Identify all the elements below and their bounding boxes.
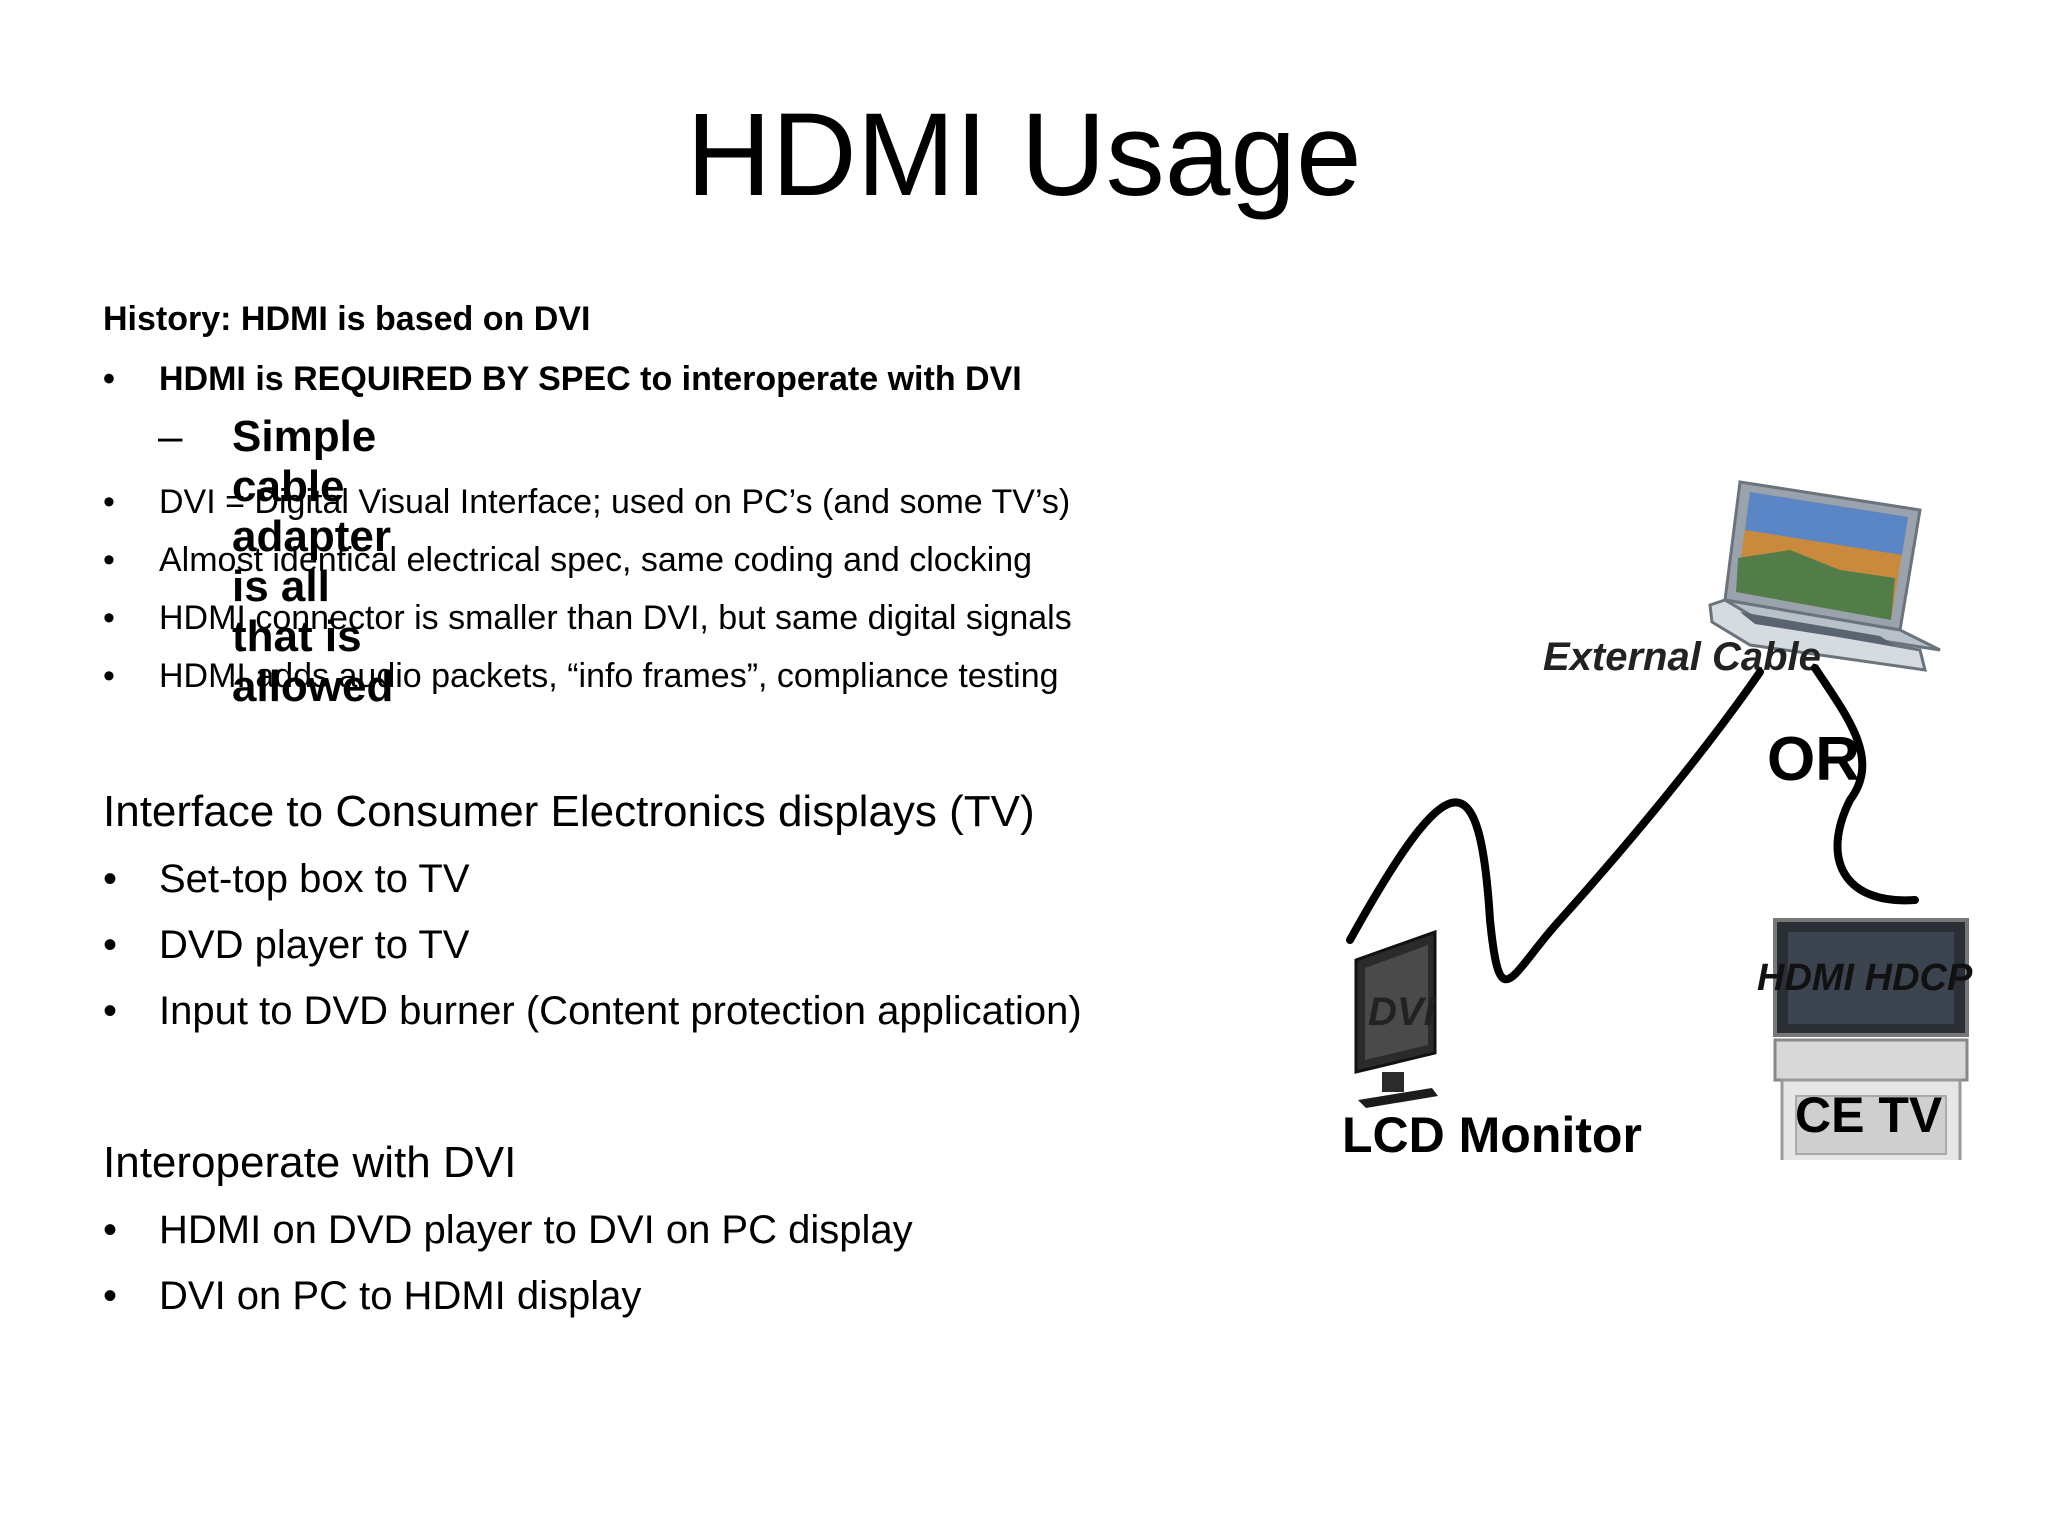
slide-title: HDMI Usage bbox=[686, 89, 1362, 221]
external-cable-label: External Cable bbox=[1543, 635, 1821, 679]
bullet-icon: • bbox=[103, 599, 115, 637]
list-item-text: Input to DVD burner (Content protection … bbox=[159, 989, 1082, 1033]
ce-tv-label: CE TV bbox=[1795, 1087, 1943, 1143]
bullet-icon: • bbox=[103, 483, 115, 521]
list-item-text: Set-top box to TV bbox=[159, 857, 470, 901]
sub-bullet-text: Simple cable adapter is all that is allo… bbox=[232, 412, 394, 711]
dvi-label: DVI bbox=[1368, 990, 1436, 1034]
cable-to-tv bbox=[1811, 664, 1919, 905]
list-item-text: DVI = Digital Visual Interface; used on … bbox=[159, 483, 1071, 521]
history-heading: History: HDMI is based on DVI bbox=[103, 300, 591, 338]
list-item-text: HDMI is REQUIRED BY SPEC to interoperate… bbox=[159, 360, 1022, 398]
list-item-text: HDMI adds audio packets, “info frames”, … bbox=[159, 657, 1059, 695]
bullet-icon: • bbox=[103, 989, 118, 1033]
cable-to-monitor bbox=[1346, 668, 1764, 984]
list-item-text: Almost identical electrical spec, same c… bbox=[159, 541, 1033, 579]
ce-tv-icon bbox=[1773, 918, 1969, 1160]
bullet-icon: • bbox=[103, 1274, 118, 1318]
list-item-text: HDMI connector is smaller than DVI, but … bbox=[159, 599, 1072, 637]
list-item-text: HDMI on DVD player to DVI on PC display bbox=[159, 1208, 913, 1252]
bullet-icon: • bbox=[103, 857, 118, 901]
lcd-monitor-icon bbox=[1354, 929, 1438, 1108]
dash-icon: – bbox=[158, 412, 183, 461]
laptop-icon bbox=[1708, 480, 1941, 672]
bullet-icon: • bbox=[103, 657, 115, 695]
bullet-icon: • bbox=[103, 1208, 118, 1252]
bullet-icon: • bbox=[103, 360, 115, 398]
bullet-icon: • bbox=[103, 923, 118, 967]
list-item-text: DVD player to TV bbox=[159, 923, 470, 967]
hdmi-hdcp-label: HDMI HDCP bbox=[1757, 957, 1973, 999]
consumer-heading: Interface to Consumer Electronics displa… bbox=[103, 787, 1035, 836]
list-item-text: DVI on PC to HDMI display bbox=[159, 1274, 642, 1318]
or-label: OR bbox=[1767, 725, 1860, 794]
interop-heading: Interoperate with DVI bbox=[103, 1138, 517, 1187]
lcd-monitor-label: LCD Monitor bbox=[1342, 1107, 1642, 1160]
bullet-icon: • bbox=[103, 541, 115, 579]
connection-diagram: External Cable OR DVI LCD Monitor HDMI H… bbox=[1342, 480, 1973, 1160]
